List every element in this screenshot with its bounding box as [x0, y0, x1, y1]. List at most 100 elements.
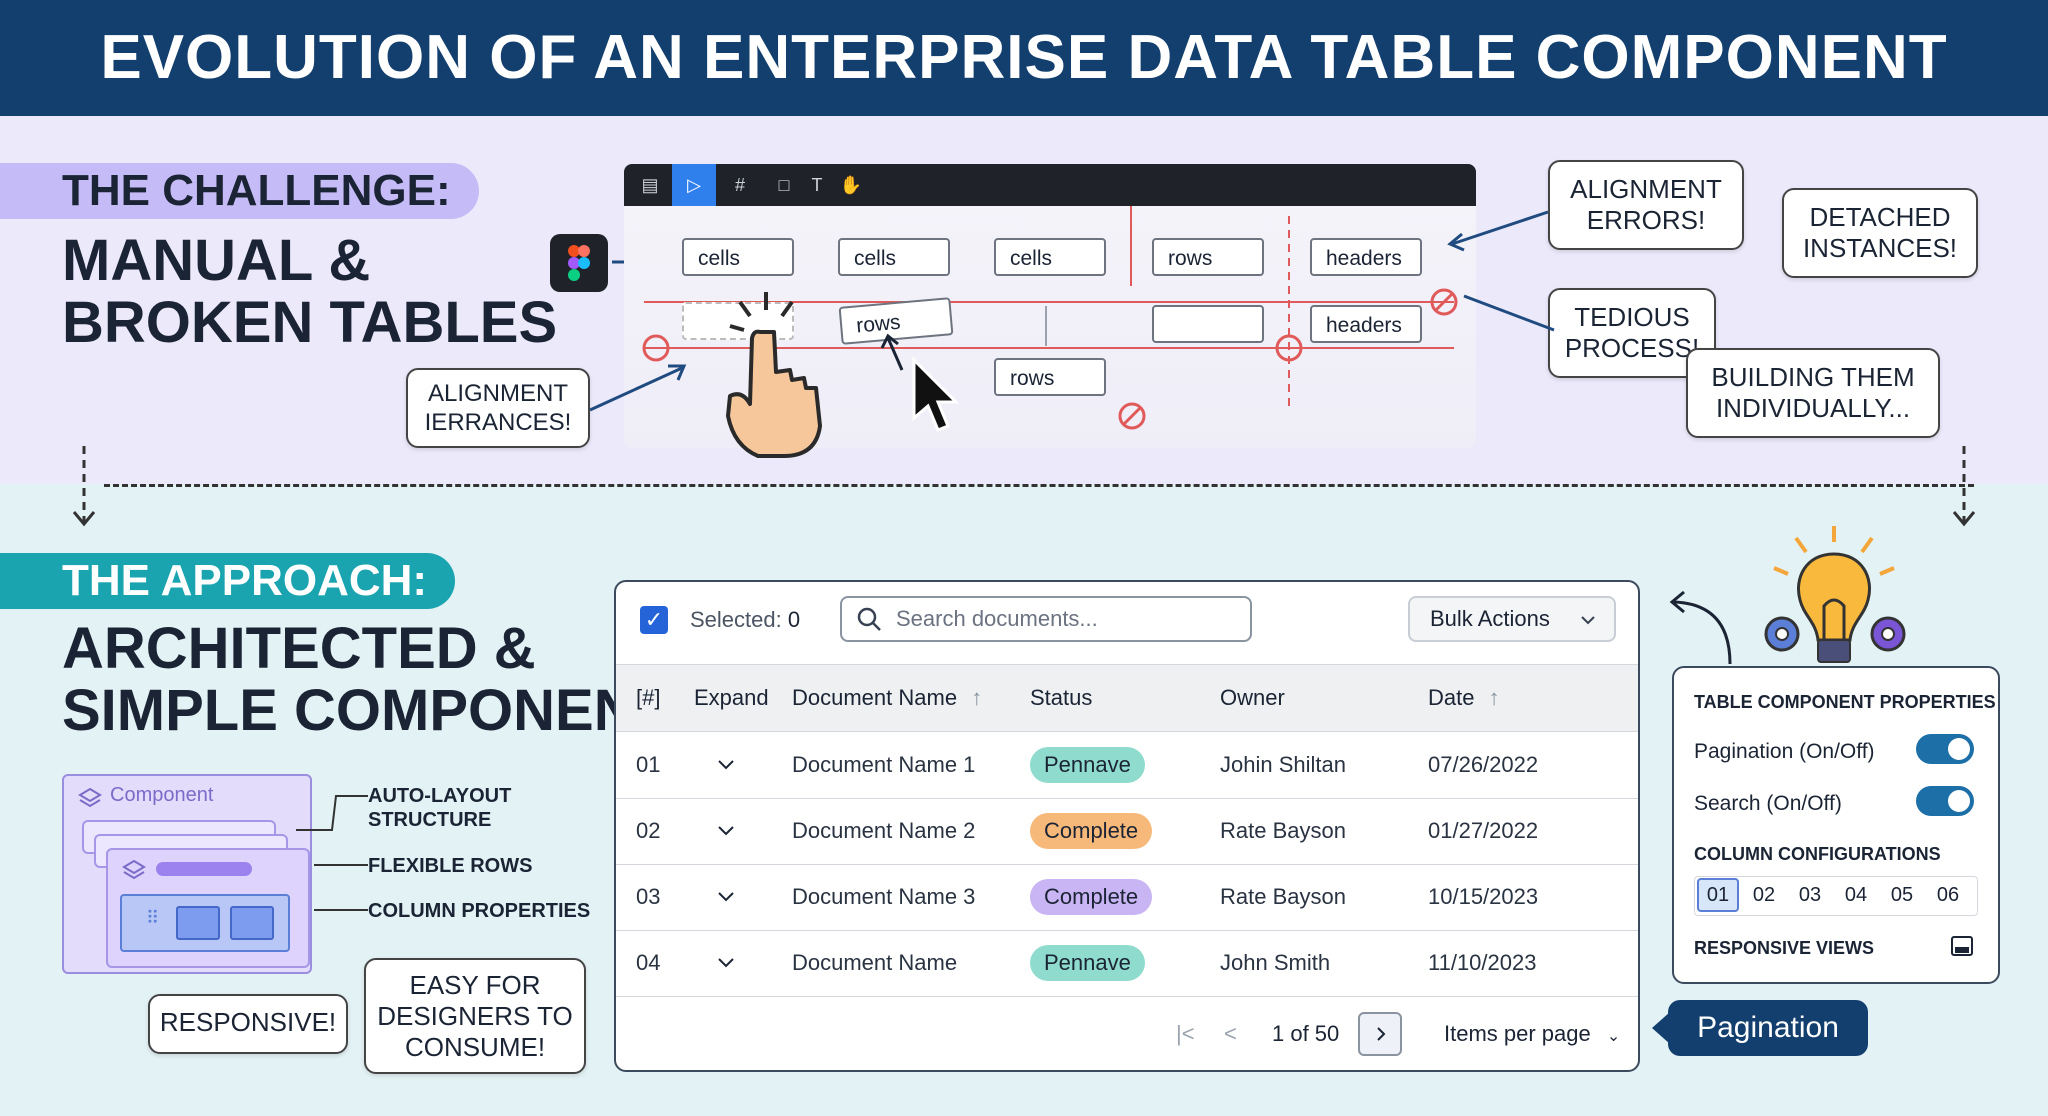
tag-pointer — [1652, 1012, 1670, 1044]
column-header-number[interactable]: [#] — [636, 685, 661, 710]
expand-chevron-icon[interactable] — [718, 757, 734, 773]
column-header-expand[interactable]: Expand — [694, 685, 769, 710]
column-config-option[interactable]: 05 — [1890, 884, 1914, 906]
row-number: 04 — [636, 950, 661, 975]
challenge-heading-line2: BROKEN TABLES — [62, 290, 558, 355]
curved-arrow-icon — [1669, 590, 1732, 665]
grid-tool-icon[interactable]: # — [734, 175, 745, 195]
alignment-errors-callout: ALIGNMENT ERRORS! — [1548, 160, 1744, 250]
status-badge: Complete — [1030, 813, 1153, 849]
first-page-icon[interactable]: |< — [1176, 1021, 1195, 1046]
layers-icon — [78, 787, 102, 808]
column-block — [176, 906, 220, 940]
column-config-option[interactable]: 03 — [1798, 884, 1822, 906]
component-frame: Component ⠿ — [62, 774, 312, 974]
auto-layout-label: AUTO-LAYOUT STRUCTURE — [368, 785, 512, 831]
sort-ascending-icon[interactable]: ↑ — [1488, 685, 1500, 710]
wireframe-row: rows — [994, 358, 1106, 396]
search-icon — [857, 607, 881, 631]
move-tool-icon[interactable]: ▷ — [672, 164, 716, 206]
detached-instances-callout: DETACHED INSTANCES! — [1782, 188, 1978, 278]
column-config-option[interactable]: 01 — [1697, 878, 1739, 912]
table-row[interactable]: 02 Document Name 2 Complete Rate Bayson … — [616, 798, 1638, 865]
search-placeholder: Search documents... — [896, 606, 1098, 631]
mouse-cursor-icon — [912, 356, 960, 432]
search-toggle[interactable] — [1916, 786, 1974, 816]
responsive-callout: RESPONSIVE! — [148, 994, 348, 1054]
previous-page-icon[interactable]: < — [1224, 1021, 1237, 1046]
hand-tool-icon[interactable]: ✋ — [839, 175, 863, 195]
title-banner — [0, 0, 2048, 116]
approach-heading-line2: SIMPLE COMPONENT — [62, 678, 672, 743]
flexible-rows-label: FLEXIBLE ROWS — [368, 855, 533, 877]
sort-ascending-icon[interactable]: ↑ — [971, 685, 983, 710]
document-name: Document Name — [792, 950, 958, 975]
pagination-bar: |< < 1 of 50 Items per page ⌄ — [616, 998, 1638, 1070]
column-block — [230, 906, 274, 940]
table-row[interactable]: 04 Document Name Pennave John Smith 11/1… — [616, 930, 1638, 997]
row-number: 03 — [636, 884, 661, 909]
column-header-owner[interactable]: Owner — [1220, 685, 1285, 710]
selected-counter: Selected: 0 — [690, 602, 800, 638]
expand-chevron-icon[interactable] — [718, 889, 734, 905]
column-header-status[interactable]: Status — [1030, 685, 1093, 710]
document-name: Document Name 1 — [792, 752, 976, 777]
next-page-button[interactable] — [1358, 1012, 1402, 1056]
wireframe-empty-cell — [1152, 305, 1264, 343]
properties-title: TABLE COMPONENT PROPERTIES — [1694, 692, 1996, 712]
device-icon[interactable] — [1950, 934, 1974, 958]
arrow-to-headers-icon — [1447, 210, 1549, 252]
column-config-group: 01 02 03 04 05 06 — [1694, 876, 1978, 916]
selected-label: Selected: — [690, 607, 782, 632]
tedious-process-callout: TEDIOUS PROCESS! — [1548, 288, 1716, 378]
shape-tool-icon[interactable]: □ — [778, 175, 790, 195]
page-title: EVOLUTION OF AN ENTERPRISE DATA TABLE CO… — [100, 23, 1948, 92]
column-config-option[interactable]: 04 — [1844, 884, 1868, 906]
column-header-date[interactable]: Date ↑ — [1428, 665, 1500, 731]
column-header-label: Date — [1428, 685, 1475, 710]
row-number: 01 — [636, 752, 661, 777]
wireframe-cell: cells — [682, 238, 794, 276]
owner-name: Rate Bayson — [1220, 818, 1346, 843]
section-separator — [104, 484, 1974, 487]
table-header-row: [#] Expand Document Name ↑ Status Owner … — [616, 664, 1638, 732]
search-toggle-label: Search (On/Off) — [1694, 792, 1842, 815]
expand-chevron-icon[interactable] — [718, 823, 734, 839]
bulk-actions-label: Bulk Actions — [1430, 606, 1550, 631]
select-all-checkbox[interactable]: ✓ — [640, 606, 668, 634]
chevron-down-icon: ⌄ — [1606, 1028, 1621, 1045]
column-config-option[interactable]: 06 — [1936, 884, 1960, 906]
pagination-toggle[interactable] — [1916, 734, 1974, 764]
page-indicator: 1 of 50 — [1272, 1021, 1340, 1046]
document-name: Document Name 2 — [792, 818, 976, 843]
items-per-page-select[interactable]: Items per page ⌄ — [1444, 998, 1621, 1070]
bulk-actions-dropdown[interactable]: Bulk Actions — [1408, 596, 1616, 642]
wireframe-header: headers — [1310, 305, 1422, 343]
table-row[interactable]: 03 Document Name 3 Complete Rate Bayson … — [616, 864, 1638, 931]
approach-heading-line1: ARCHITECTED & — [62, 616, 536, 681]
expand-chevron-icon[interactable] — [718, 955, 734, 971]
properties-panel: TABLE COMPONENT PROPERTIES Pagination (O… — [1672, 666, 2000, 984]
text-tool-icon[interactable]: T — [811, 175, 823, 195]
status-badge: Complete — [1030, 879, 1153, 915]
column-config-option[interactable]: 02 — [1752, 884, 1776, 906]
frame-tool-icon[interactable]: ▤ — [641, 175, 659, 195]
approach-pill: THE APPROACH: — [0, 553, 456, 609]
date-value: 01/27/2022 — [1428, 818, 1539, 843]
date-value: 07/26/2022 — [1428, 752, 1539, 777]
table-row[interactable]: 01 Document Name 1 Pennave Johin Shiltan… — [616, 732, 1638, 799]
flexible-row-frame: ⠿ — [106, 848, 310, 968]
status-badge: Pennave — [1030, 945, 1145, 981]
row-bar — [156, 862, 252, 876]
chevron-down-icon — [1581, 616, 1595, 625]
figma-logo-icon — [550, 234, 608, 292]
document-name: Document Name 3 — [792, 884, 976, 909]
column-header-document-name[interactable]: Document Name ↑ — [792, 665, 982, 731]
arrow-to-wireframe-icon — [589, 364, 687, 412]
easy-to-consume-callout: EASY FOR DESIGNERS TO CONSUME! — [364, 958, 586, 1074]
date-value: 11/10/2023 — [1428, 950, 1537, 975]
layers-icon — [122, 859, 146, 880]
down-arrow-left-icon — [72, 446, 96, 527]
search-input[interactable]: Search documents... — [840, 596, 1252, 642]
pagination-tag: Pagination — [1668, 1000, 1868, 1056]
